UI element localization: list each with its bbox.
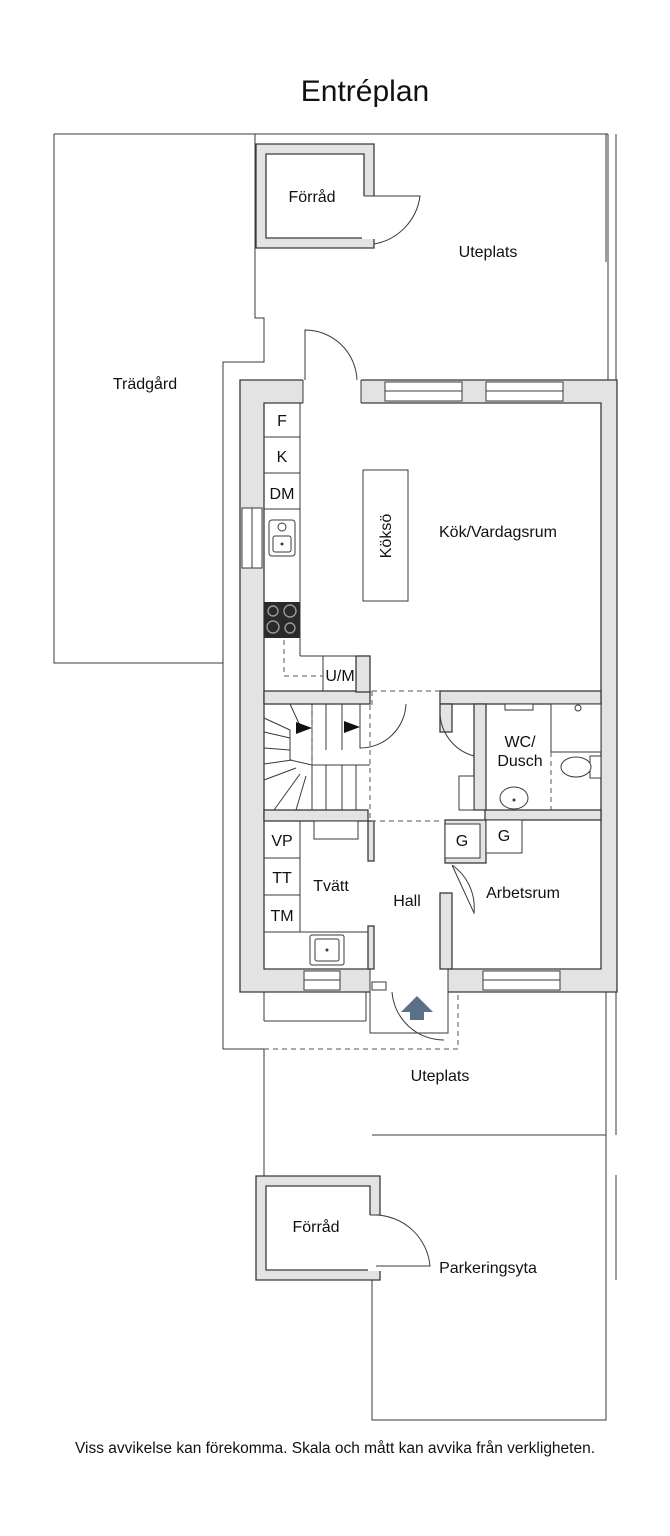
fixture-washing-machine: TM — [270, 908, 293, 925]
room-label-uteplats-bottom: Uteplats — [411, 1068, 470, 1085]
room-label-forrad-top: Förråd — [288, 188, 335, 206]
room-label-tvatt: Tvätt — [313, 878, 349, 895]
lower-outdoor-outline — [222, 663, 617, 1421]
room-label-parkeringsyta: Parkeringsyta — [439, 1260, 537, 1277]
room-label-arbetsrum: Arbetsrum — [486, 885, 560, 902]
fixture-wardrobe-arbetsrum: G — [498, 828, 510, 845]
plan-title: Entréplan — [301, 75, 429, 108]
fixture-wardrobe-hall: G — [456, 833, 468, 850]
room-label-kok-vardagsrum: Kök/Vardagsrum — [439, 524, 557, 541]
cooktop-icon — [264, 602, 300, 638]
garden-outline — [53, 133, 617, 664]
wc-shower: WC/ Dusch — [439, 703, 602, 810]
fixture-freezer: K — [277, 449, 288, 466]
island-label: Köksö — [378, 514, 395, 559]
kitchen-area: F K DM U/M Köksö — [264, 403, 409, 691]
storage-shed-top: Förråd — [255, 143, 421, 249]
washbasin-icon — [499, 786, 529, 810]
entrance-arrow-icon — [401, 996, 433, 1020]
room-label-tradgard: Trädgård — [113, 375, 177, 393]
storage-shed-bottom: Förråd — [255, 1175, 431, 1281]
laundry-sink-icon — [309, 934, 345, 966]
entrance-area — [369, 981, 449, 1041]
kitchen-sink-icon — [268, 519, 296, 557]
fixture-oven-microwave: U/M — [325, 668, 354, 685]
room-label-dusch: Dusch — [497, 753, 542, 770]
room-label-uteplats-top: Uteplats — [459, 244, 518, 261]
fixture-heat-pump: VP — [271, 833, 292, 850]
fixture-dishwasher: DM — [270, 486, 295, 503]
room-label-hall: Hall — [393, 893, 421, 910]
office-area: G Arbetsrum — [485, 819, 560, 902]
kitchen-island: Köksö — [362, 469, 409, 602]
toilet-icon — [560, 755, 602, 779]
laundry-area: VP TT TM Tvätt — [264, 820, 368, 966]
disclaimer-text: Viss avvikelse kan förekomma. Skala och … — [75, 1440, 595, 1457]
stair-arrow-icon — [296, 722, 312, 734]
staircase — [263, 703, 407, 811]
fixture-fridge: F — [277, 413, 287, 430]
house-walls — [239, 329, 618, 994]
stair-arrow-icon-2 — [344, 721, 360, 733]
room-label-forrad-bottom: Förråd — [292, 1218, 339, 1236]
fixture-dryer: TT — [272, 870, 292, 887]
hall-area: G Hall — [369, 705, 481, 915]
room-label-wc: WC/ — [504, 734, 536, 751]
